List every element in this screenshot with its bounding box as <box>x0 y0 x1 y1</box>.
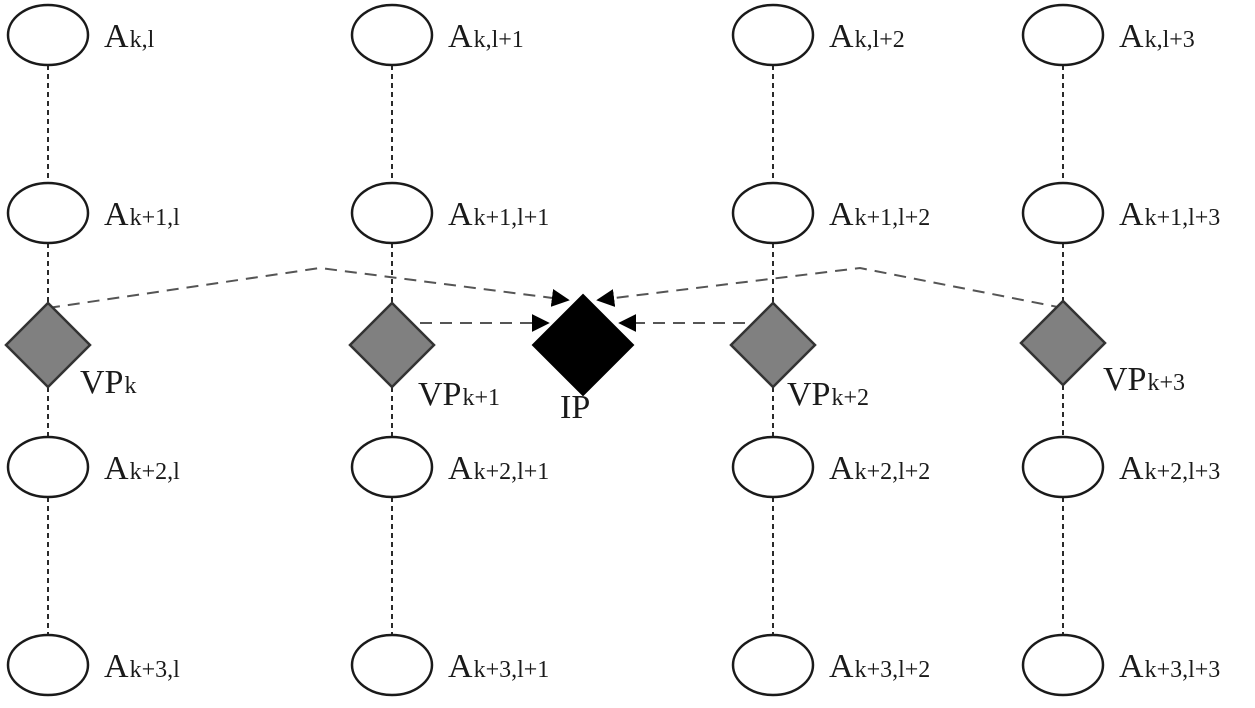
node-label-col1-row1-base: A <box>448 196 473 233</box>
node-label-col2-row1-subscript: k+1,l+2 <box>855 205 931 231</box>
node-label-col1-row0-base: A <box>448 18 473 55</box>
vp-label-col0: VPk <box>80 364 136 401</box>
node-col3-row2 <box>1021 435 1105 499</box>
node-label-col3-row3-subscript: k+3,l+3 <box>1145 657 1221 683</box>
vp-diamond-col1 <box>348 301 436 389</box>
node-label-col0-row3-base: A <box>104 648 129 685</box>
node-label-col2-row3-base: A <box>829 648 854 685</box>
node-label-col1-row2-subscript: k+2,l+1 <box>474 459 550 485</box>
node-label-col1-row2-base: A <box>448 450 473 487</box>
node-label-col0-row2-subscript: k+2,l <box>130 459 181 485</box>
node-label-col3-row0-subscript: k,l+3 <box>1145 27 1195 53</box>
ip-label: IP <box>560 389 590 426</box>
node-label-col3-row2-subscript: k+2,l+3 <box>1145 459 1221 485</box>
node-label-col1-row1-subscript: k+1,l+1 <box>474 205 550 231</box>
node-label-col1-row3-base: A <box>448 648 473 685</box>
node-label-col1-row3: Ak+3,l+1 <box>448 648 549 685</box>
vp-label-col3: VPk+3 <box>1103 361 1185 398</box>
node-label-col3-row3: Ak+3,l+3 <box>1119 648 1220 685</box>
node-label-col2-row2-base: A <box>829 450 854 487</box>
node-label-col0-row1-subscript: k+1,l <box>130 205 181 231</box>
node-label-col1-row3-subscript: k+3,l+1 <box>474 657 550 683</box>
node-label-col3-row0-base: A <box>1119 18 1144 55</box>
vp-label-col3-subscript: k+3 <box>1147 370 1185 396</box>
node-col0-row3 <box>6 633 90 697</box>
node-label-col2-row3: Ak+3,l+2 <box>829 648 930 685</box>
vp-label-col1-base: VP <box>418 376 461 413</box>
node-col3-row1 <box>1021 181 1105 245</box>
node-label-col1-row0-subscript: k,l+1 <box>474 27 524 53</box>
node-label-col1-row1: Ak+1,l+1 <box>448 196 549 233</box>
vp-label-col2-subscript: k+2 <box>831 385 869 411</box>
node-col0-row0 <box>6 3 90 67</box>
node-label-col0-row3: Ak+3,l <box>104 648 180 685</box>
node-label-col3-row0: Ak,l+3 <box>1119 18 1195 55</box>
node-col1-row1 <box>350 181 434 245</box>
node-label-col3-row1: Ak+1,l+3 <box>1119 196 1220 233</box>
node-col0-row1 <box>6 181 90 245</box>
node-label-col2-row0-subscript: k,l+2 <box>855 27 905 53</box>
node-label-col2-row2: Ak+2,l+2 <box>829 450 930 487</box>
vp-label-col0-subscript: k <box>124 373 136 399</box>
vp-label-col3-base: VP <box>1103 361 1146 398</box>
diagram-shapes <box>4 3 1107 697</box>
vp-label-col1-subscript: k+1 <box>462 385 500 411</box>
node-col3-row0 <box>1021 3 1105 67</box>
node-label-col2-row0: Ak,l+2 <box>829 18 905 55</box>
node-label-col3-row3-base: A <box>1119 648 1144 685</box>
node-label-col1-row2: Ak+2,l+1 <box>448 450 549 487</box>
node-label-col3-row1-base: A <box>1119 196 1144 233</box>
node-label-col2-row1: Ak+1,l+2 <box>829 196 930 233</box>
vp-diamond-col2 <box>729 301 817 389</box>
node-col0-row2 <box>6 435 90 499</box>
connection-lines <box>47 65 1064 635</box>
node-label-col0-row2: Ak+2,l <box>104 450 180 487</box>
node-label-col0-row0: Ak,l <box>104 18 155 55</box>
node-label-col3-row2: Ak+2,l+3 <box>1119 450 1220 487</box>
node-col2-row1 <box>731 181 815 245</box>
arrow-vp3-to-ip <box>596 266 1064 309</box>
diagram-labels: Ak,lAk+1,lAk+2,lAk+3,lVPkAk,l+1Ak+1,l+1A… <box>80 18 1220 685</box>
vp-diamond-col3 <box>1019 299 1107 387</box>
node-col1-row2 <box>350 435 434 499</box>
node-label-col3-row1-subscript: k+1,l+3 <box>1145 205 1221 231</box>
node-label-col0-row0-subscript: k,l <box>130 27 155 53</box>
vp-label-col2: VPk+2 <box>787 376 869 413</box>
node-label-col0-row3-subscript: k+3,l <box>130 657 181 683</box>
node-label-col0-row1-base: A <box>104 196 129 233</box>
node-label-col0-row1: Ak+1,l <box>104 196 180 233</box>
vp-label-col0-base: VP <box>80 364 123 401</box>
node-col2-row2 <box>731 435 815 499</box>
node-col1-row3 <box>350 633 434 697</box>
node-label-col0-row2-base: A <box>104 450 129 487</box>
node-label-col2-row2-subscript: k+2,l+2 <box>855 459 931 485</box>
node-label-col2-row3-subscript: k+3,l+2 <box>855 657 931 683</box>
node-col2-row0 <box>731 3 815 67</box>
vp-label-col1: VPk+1 <box>418 376 500 413</box>
vp-label-col2-base: VP <box>787 376 830 413</box>
node-label-col1-row0: Ak,l+1 <box>448 18 524 55</box>
node-col3-row3 <box>1021 633 1105 697</box>
vp-diamond-col0 <box>4 301 92 389</box>
node-label-col3-row2-base: A <box>1119 450 1144 487</box>
arrow-vp0-to-ip <box>47 266 570 309</box>
node-col2-row3 <box>731 633 815 697</box>
ip-diamond <box>531 293 635 397</box>
node-label-col0-row0-base: A <box>104 18 129 55</box>
node-label-col2-row0-base: A <box>829 18 854 55</box>
node-col1-row0 <box>350 3 434 67</box>
node-label-col2-row1-base: A <box>829 196 854 233</box>
